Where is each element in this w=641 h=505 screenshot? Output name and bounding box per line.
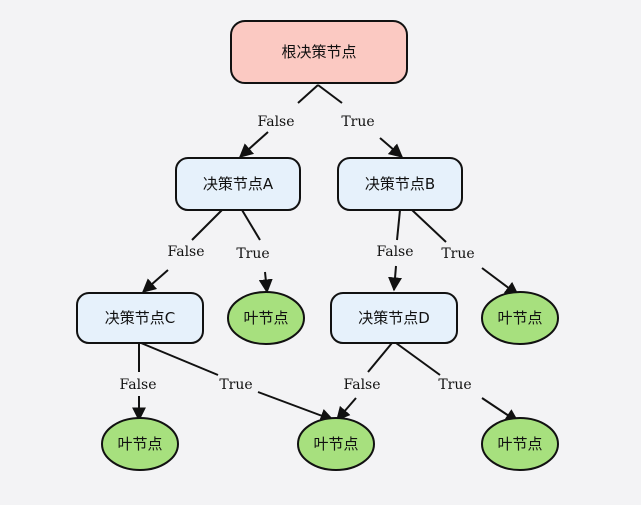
leaf-a-true-label: 叶节点 xyxy=(243,309,288,327)
edge-c-true-arrow xyxy=(257,391,335,423)
node-c-label: 决策节点C xyxy=(105,309,175,327)
leaf-b-true: 叶节点 xyxy=(481,291,559,345)
leaf-shared-label: 叶节点 xyxy=(313,435,358,453)
edge-root-true-arrow xyxy=(379,137,404,158)
leaf-c-false-label: 叶节点 xyxy=(117,435,162,453)
leaf-a-true: 叶节点 xyxy=(227,291,305,345)
edge-label-root-false: False xyxy=(257,114,294,130)
edge-a-false xyxy=(191,209,223,241)
edge-c-true xyxy=(140,342,219,376)
node-d: 决策节点D xyxy=(330,292,458,344)
leaf-d-true-label: 叶节点 xyxy=(497,435,542,453)
edge-root-true xyxy=(317,84,343,104)
edge-label-c-false: False xyxy=(119,377,156,393)
node-root: 根决策节点 xyxy=(230,20,408,84)
edge-label-b-true: True xyxy=(441,246,474,262)
leaf-d-true: 叶节点 xyxy=(481,417,559,471)
edge-label-a-false: False xyxy=(167,244,204,260)
leaf-shared: 叶节点 xyxy=(297,417,375,471)
edge-root-false-arrow xyxy=(238,131,269,158)
edge-d-false xyxy=(367,342,393,373)
node-root-label: 根决策节点 xyxy=(281,43,356,61)
node-d-label: 决策节点D xyxy=(358,309,430,327)
edge-b-false xyxy=(396,209,401,241)
node-a-label: 决策节点A xyxy=(203,175,274,193)
edge-b-false-arrow xyxy=(388,265,403,292)
edge-a-true-arrow xyxy=(258,271,273,294)
edge-label-root-true: True xyxy=(341,114,374,130)
node-c: 决策节点C xyxy=(76,292,204,344)
edge-d-true xyxy=(395,342,441,376)
edge-label-b-false: False xyxy=(376,244,413,260)
edge-b-true xyxy=(411,209,447,243)
edge-label-d-false: False xyxy=(343,377,380,393)
edge-label-a-true: True xyxy=(236,246,269,262)
edge-a-true xyxy=(241,209,261,241)
leaf-b-true-label: 叶节点 xyxy=(497,309,542,327)
edge-root-false xyxy=(297,84,319,104)
edge-a-false-arrow xyxy=(141,269,169,293)
node-b-label: 决策节点B xyxy=(365,175,435,193)
edge-b-true-arrow xyxy=(481,267,520,296)
node-b: 决策节点B xyxy=(337,157,463,211)
edge-d-false-arrow xyxy=(336,397,357,422)
node-a: 决策节点A xyxy=(175,157,301,211)
edge-label-d-true: True xyxy=(438,377,471,393)
leaf-c-false: 叶节点 xyxy=(101,417,179,471)
edge-label-c-true: True xyxy=(219,377,252,393)
